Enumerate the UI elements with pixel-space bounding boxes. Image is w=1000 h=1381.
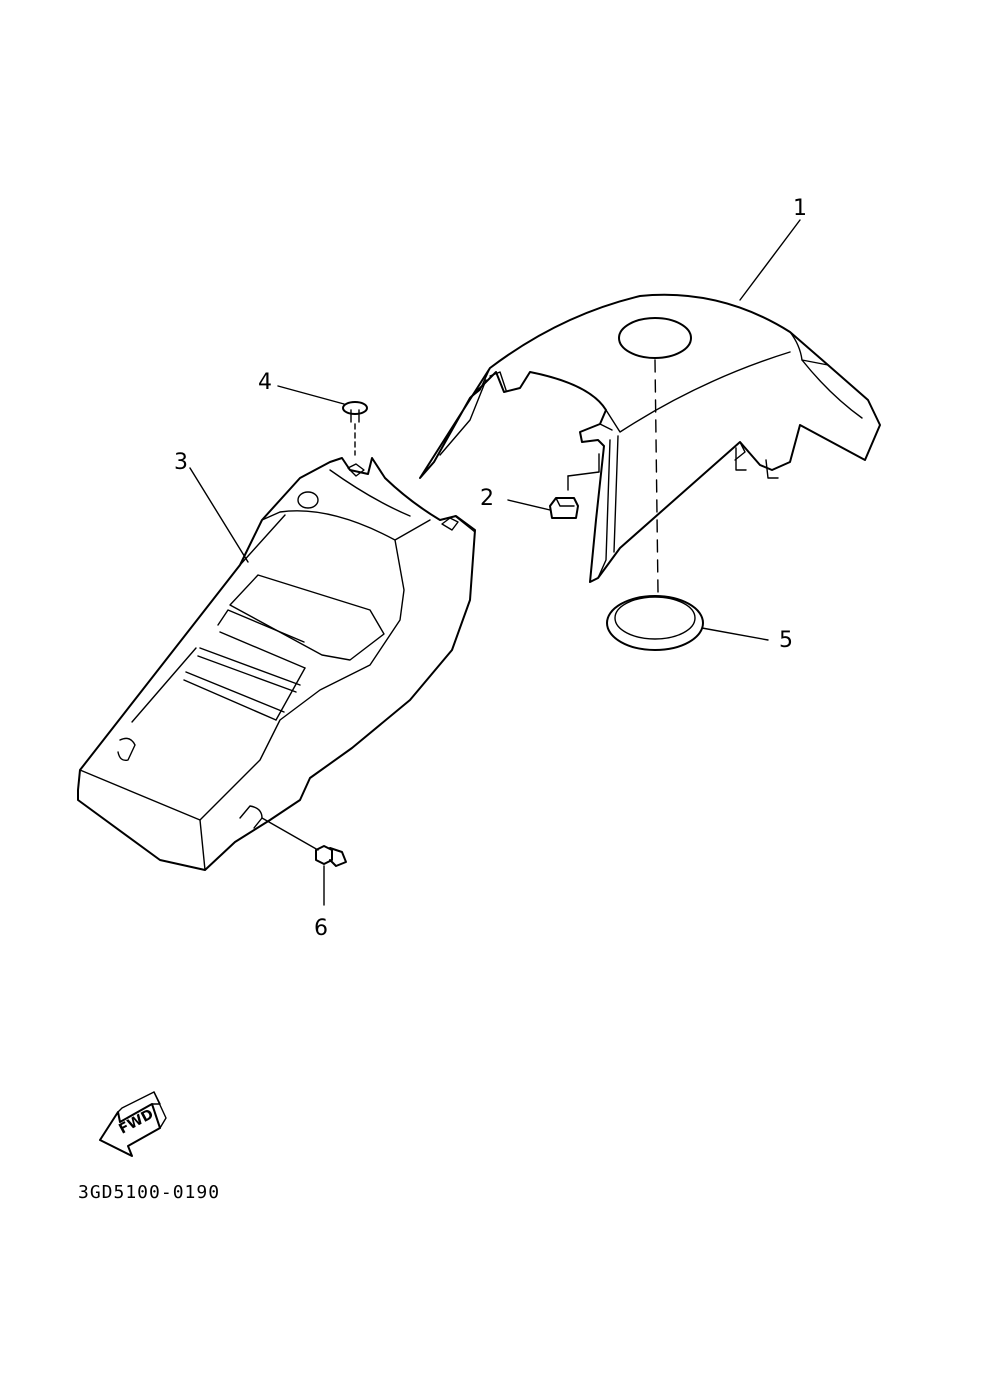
- callout-6: 6: [314, 916, 328, 941]
- callout-2: 2: [480, 486, 494, 511]
- fwd-arrow-icon: [99, 1091, 167, 1157]
- part-5-grommet: [606, 595, 769, 651]
- part-4-screw: [277, 385, 368, 456]
- callout-1: 1: [793, 196, 807, 221]
- part-3-side-cover: [77, 457, 476, 871]
- part-6-bolt: [315, 845, 347, 906]
- callout-5: 5: [779, 628, 793, 653]
- drawing-code: 3GD5100-0190: [78, 1182, 221, 1203]
- callout-4: 4: [258, 370, 272, 395]
- part-2-clip-nut: [507, 497, 579, 519]
- callout-3: 3: [174, 450, 188, 475]
- part-1-tank-cover: [419, 219, 881, 593]
